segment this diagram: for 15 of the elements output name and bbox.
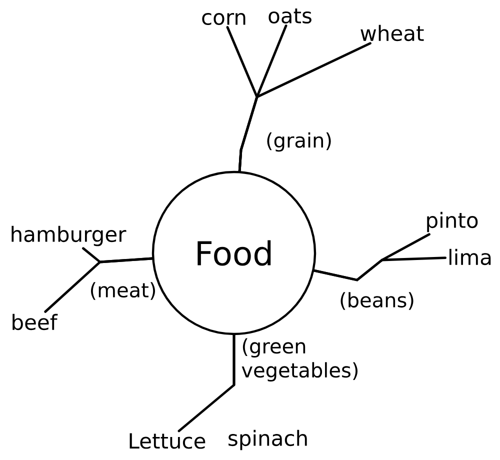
edge-label: (grain) <box>267 132 331 152</box>
branch-line <box>238 42 372 172</box>
branch-line <box>44 257 154 313</box>
item-label: corn <box>202 12 246 26</box>
item-label: beef <box>12 314 58 330</box>
branch-line <box>313 256 446 282</box>
item-label: Lettuce <box>130 433 206 449</box>
item-label: hamburger <box>12 226 126 246</box>
item-label: lima <box>449 248 491 266</box>
item-label: wheat <box>360 24 424 42</box>
item-label: spinach <box>228 430 307 450</box>
item-label: oats <box>268 8 312 24</box>
item-label: pinto <box>427 212 478 232</box>
edge-label: (green vegetables) <box>242 338 358 382</box>
edge-label: (beans) <box>340 292 414 310</box>
